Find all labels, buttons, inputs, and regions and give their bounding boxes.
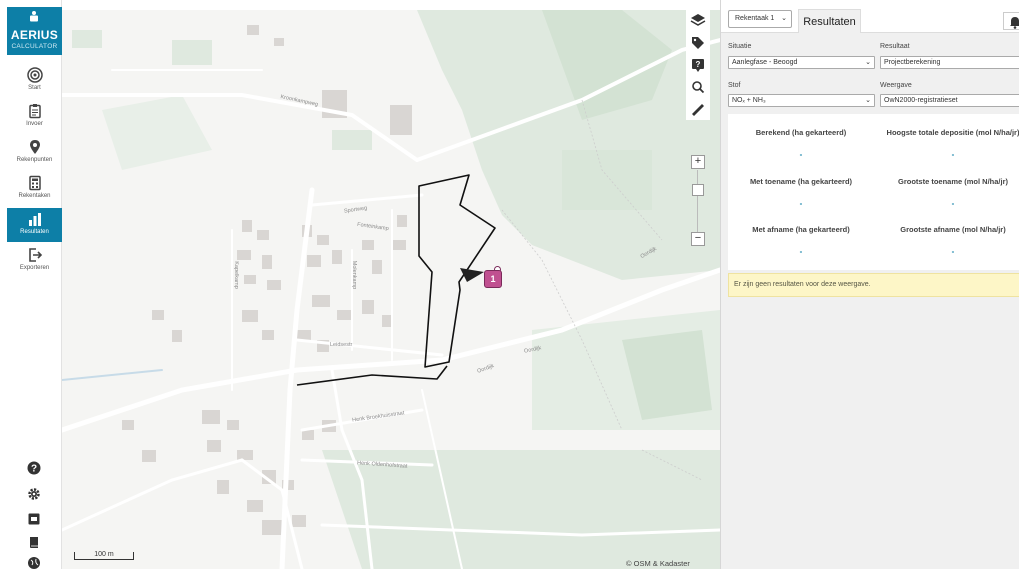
- stat-title-berekend: Berekend (ha gekarteerd): [755, 128, 847, 137]
- calculation-task-value: Rekentaak 1: [735, 15, 775, 22]
- stat-title-hoogste-depositie: Hoogste totale depositie (mol N/ha/jr): [886, 128, 1019, 137]
- bar-chart-icon: [28, 213, 41, 226]
- map-canvas[interactable]: [62, 10, 720, 569]
- nav-label-start: Start: [28, 85, 41, 91]
- globe-icon[interactable]: [27, 556, 41, 569]
- labels-button[interactable]: [686, 32, 710, 54]
- street-label: Kapelkamp: [232, 261, 239, 289]
- search-button[interactable]: [686, 76, 710, 98]
- calculator-icon: [28, 175, 41, 191]
- measure-icon: [692, 104, 704, 116]
- stat-title-met-afname: Met afname (ha gekarteerd): [752, 225, 850, 234]
- stat-value-grootste-afname: -: [951, 247, 955, 256]
- location-pin-icon: [29, 140, 40, 154]
- resultaat-value: Projectberekening: [884, 59, 941, 66]
- resultaat-label: Resultaat: [880, 43, 910, 50]
- street-label: Leidsestr: [330, 342, 353, 348]
- measure-button[interactable]: [686, 98, 710, 120]
- source-connector: [460, 268, 484, 282]
- export-icon: [28, 248, 42, 262]
- results-panel: Rekentaak 1 ⌄ Resultaten Situatie Aanleg…: [720, 0, 1019, 569]
- weergave-label: Weergave: [880, 82, 912, 89]
- stat-value-hoogste-depositie: -: [951, 150, 955, 159]
- situatie-select[interactable]: Aanlegfase - Beoogd ⌄: [728, 56, 875, 69]
- stat-value-berekend: -: [799, 150, 803, 159]
- help-icon[interactable]: ?: [27, 461, 41, 475]
- manual-icon[interactable]: [27, 535, 41, 549]
- results-summary: Berekend (ha gekarteerd) - Hoogste total…: [728, 114, 1019, 270]
- stof-value: NOₓ + NH₃: [732, 97, 766, 104]
- tab-resultaten[interactable]: Resultaten: [798, 9, 861, 33]
- map-attribution: © OSM & Kadaster: [626, 559, 690, 568]
- svg-text:?: ?: [696, 60, 701, 69]
- paths: [501, 99, 703, 481]
- situatie-value: Aanlegfase - Beoogd: [732, 59, 798, 66]
- chevron-down-icon: ⌄: [865, 59, 871, 66]
- main-navigation: AERIUS CALCULATOR Start Invoer: [0, 0, 62, 569]
- weergave-select[interactable]: OwN2000-registratieset: [880, 94, 1019, 107]
- weergave-value: OwN2000-registratieset: [884, 97, 958, 104]
- logo-title: AERIUS: [10, 28, 59, 42]
- stof-label: Stof: [728, 82, 741, 89]
- notifications-button[interactable]: [1003, 12, 1019, 30]
- stat-title-grootste-toename: Grootste toename (mol N/ha/jr): [897, 177, 1008, 186]
- search-icon: [692, 81, 705, 94]
- project-site-outline: [296, 174, 496, 386]
- stat-value-met-toename: -: [799, 199, 803, 208]
- language-icon[interactable]: [27, 512, 41, 526]
- stat-value-grootste-toename: -: [951, 199, 955, 208]
- street-label: Molenkamp: [351, 260, 358, 290]
- nav-label-rekenpunten: Rekenpunten: [16, 157, 53, 163]
- roads: [62, 38, 720, 569]
- green-areas: [72, 10, 720, 569]
- chevron-down-icon: ⌄: [781, 15, 787, 22]
- situatie-label: Situatie: [728, 43, 752, 50]
- resultaat-select[interactable]: Projectberekening: [880, 56, 1019, 69]
- nav-label-resultaten: Resultaten: [20, 229, 49, 235]
- zoom-in-button[interactable]: +: [691, 155, 705, 169]
- scale-bar: 100 m: [74, 551, 134, 560]
- nav-item-invoer[interactable]: Invoer: [7, 100, 62, 134]
- nav-item-rekenpunten[interactable]: Rekenpunten: [7, 136, 62, 170]
- nav-item-start[interactable]: Start: [7, 64, 62, 98]
- logo-mark-icon: [30, 11, 38, 22]
- info-marker-button[interactable]: ?: [686, 54, 710, 76]
- no-results-notice: Er zijn geen resultaten voor deze weerga…: [728, 273, 1019, 297]
- settings-icon[interactable]: [27, 487, 41, 501]
- stat-value-met-afname: -: [799, 247, 803, 256]
- chevron-down-icon: ⌄: [865, 97, 871, 104]
- tag-icon: [692, 37, 704, 49]
- nav-label-invoer: Invoer: [26, 121, 43, 127]
- nav-item-resultaten[interactable]: Resultaten: [7, 208, 62, 242]
- logo-subtitle: CALCULATOR: [11, 43, 58, 50]
- target-icon: [26, 67, 43, 83]
- nav-item-exporteren[interactable]: Exporteren: [7, 244, 62, 278]
- stat-title-grootste-afname: Grootste afname (mol N/ha/jr): [900, 225, 1006, 234]
- panel-header: Rekentaak 1 ⌄ Resultaten: [721, 0, 1019, 33]
- zoom-track: [697, 170, 698, 235]
- aerius-logo[interactable]: AERIUS CALCULATOR: [7, 7, 62, 55]
- layers-button[interactable]: [686, 10, 710, 32]
- map-viewer[interactable]: Kroonkampweg Sportweg Fonteinkamp Oordij…: [62, 10, 720, 569]
- clipboard-icon: [28, 104, 41, 119]
- calculation-task-select[interactable]: Rekentaak 1 ⌄: [728, 10, 792, 28]
- zoom-out-button[interactable]: −: [691, 232, 705, 246]
- stof-select[interactable]: NOₓ + NH₃ ⌄: [728, 94, 875, 107]
- nav-item-rekentaken[interactable]: Rekentaken: [7, 172, 62, 206]
- zoom-slider-handle[interactable]: [692, 184, 704, 196]
- bell-icon: [1010, 17, 1019, 29]
- layers-icon: [690, 14, 706, 26]
- emission-source-marker[interactable]: 1: [484, 270, 502, 288]
- nav-label-rekentaken: Rekentaken: [18, 193, 51, 199]
- info-marker-icon: ?: [692, 59, 704, 72]
- svg-text:?: ?: [31, 464, 37, 475]
- stat-title-met-toename: Met toename (ha gekarteerd): [749, 177, 853, 186]
- nav-label-exporteren: Exporteren: [19, 265, 50, 271]
